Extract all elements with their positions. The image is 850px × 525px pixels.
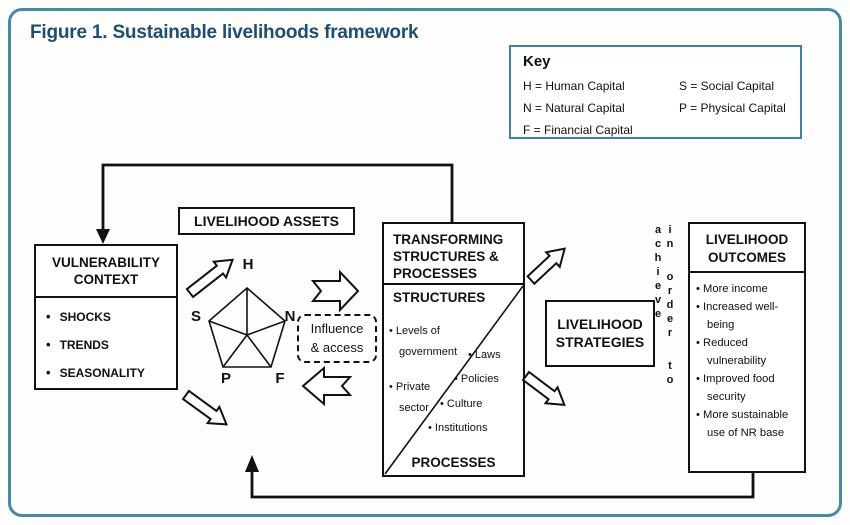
key-column-right: S = Social Capital P = Physical Capital bbox=[679, 75, 786, 141]
outcome-item-more-income: More income bbox=[696, 280, 802, 298]
vulnerability-item-shocks: SHOCKS bbox=[46, 309, 170, 324]
key-column-left: H = Human Capital N = Natural Capital F … bbox=[523, 75, 679, 141]
processes-item-institutions: Institutions bbox=[428, 418, 488, 439]
livelihood-assets-label: LIVELIHOOD ASSETS bbox=[178, 207, 355, 235]
key-columns: H = Human Capital N = Natural Capital F … bbox=[523, 75, 788, 141]
arrow-structures-to-assets bbox=[301, 365, 353, 407]
processes-label: PROCESSES bbox=[411, 455, 496, 470]
outcome-item-wellbeing: Increased well-being bbox=[696, 298, 802, 334]
in-order-to-achieve-text: in order to achieve bbox=[652, 224, 676, 388]
processes-item-laws: Laws bbox=[468, 345, 501, 366]
key-entry-financial: F = Financial Capital bbox=[523, 123, 633, 137]
structures-item-levels-of-government: Levels of government bbox=[389, 321, 465, 364]
processes-item-policies: Policies bbox=[454, 369, 499, 390]
influence-line1: Influence bbox=[310, 320, 364, 336]
transforming-structures-body: STRUCTURES Levels of government Private … bbox=[384, 285, 523, 475]
structures-label: STRUCTURES bbox=[393, 290, 486, 305]
asset-pentagon bbox=[208, 286, 286, 368]
key-box: Key H = Human Capital N = Natural Capita… bbox=[509, 45, 802, 139]
vulnerability-item-seasonality: SEASONALITY bbox=[46, 365, 170, 380]
key-entry-natural: N = Natural Capital bbox=[523, 101, 625, 115]
pentagon-label-n: N bbox=[284, 308, 296, 325]
pentagon-label-h: H bbox=[242, 256, 254, 273]
livelihood-strategies-box: LIVELIHOOD STRATEGIES bbox=[545, 300, 655, 367]
figure-title: Figure 1. Sustainable livelihoods framew… bbox=[30, 22, 419, 43]
vulnerability-item-trends: TRENDS bbox=[46, 337, 170, 352]
pentagon-label-p: P bbox=[220, 370, 231, 387]
influence-access-box: Influence & access bbox=[297, 314, 377, 363]
key-entry-physical: P = Physical Capital bbox=[679, 101, 786, 115]
transforming-structures-title: TRANSFORMING STRUCTURES & PROCESSES bbox=[384, 224, 523, 285]
outcome-item-nr-base: More sustainable use of NR base bbox=[696, 406, 802, 442]
vulnerability-context-box: VULNERABILITY CONTEXT SHOCKS TRENDS SEAS… bbox=[34, 244, 178, 390]
vulnerability-context-title: VULNERABILITY CONTEXT bbox=[36, 246, 176, 298]
influence-line2: & access bbox=[310, 339, 364, 355]
livelihood-outcomes-box: LIVELIHOOD OUTCOMES More income Increase… bbox=[688, 222, 806, 473]
key-entry-human: H = Human Capital bbox=[523, 79, 625, 93]
arrow-structures-to-strategies-down bbox=[521, 370, 566, 407]
arrow-vulnerability-to-assets bbox=[185, 258, 235, 299]
vulnerability-context-list: SHOCKS TRENDS SEASONALITY bbox=[36, 298, 176, 380]
key-entry-social: S = Social Capital bbox=[679, 79, 775, 93]
processes-item-culture: Culture bbox=[440, 394, 482, 415]
outcome-item-vulnerability: Reduced vulnerability bbox=[696, 334, 802, 370]
arrow-assets-to-structures bbox=[310, 269, 360, 313]
arrow-structures-to-strategies-up bbox=[526, 247, 567, 286]
pentagon-label-f: F bbox=[275, 370, 285, 387]
pentagon-label-s: S bbox=[190, 308, 201, 325]
livelihood-outcomes-list: More income Increased well-being Reduced… bbox=[690, 273, 804, 442]
arrow-vulnerability-down-right bbox=[181, 389, 228, 426]
key-title: Key bbox=[523, 53, 551, 70]
outcome-item-food-security: Improved food security bbox=[696, 370, 802, 406]
transforming-structures-box: TRANSFORMING STRUCTURES & PROCESSES STRU… bbox=[382, 222, 525, 477]
livelihood-outcomes-title: LIVELIHOOD OUTCOMES bbox=[690, 224, 804, 274]
